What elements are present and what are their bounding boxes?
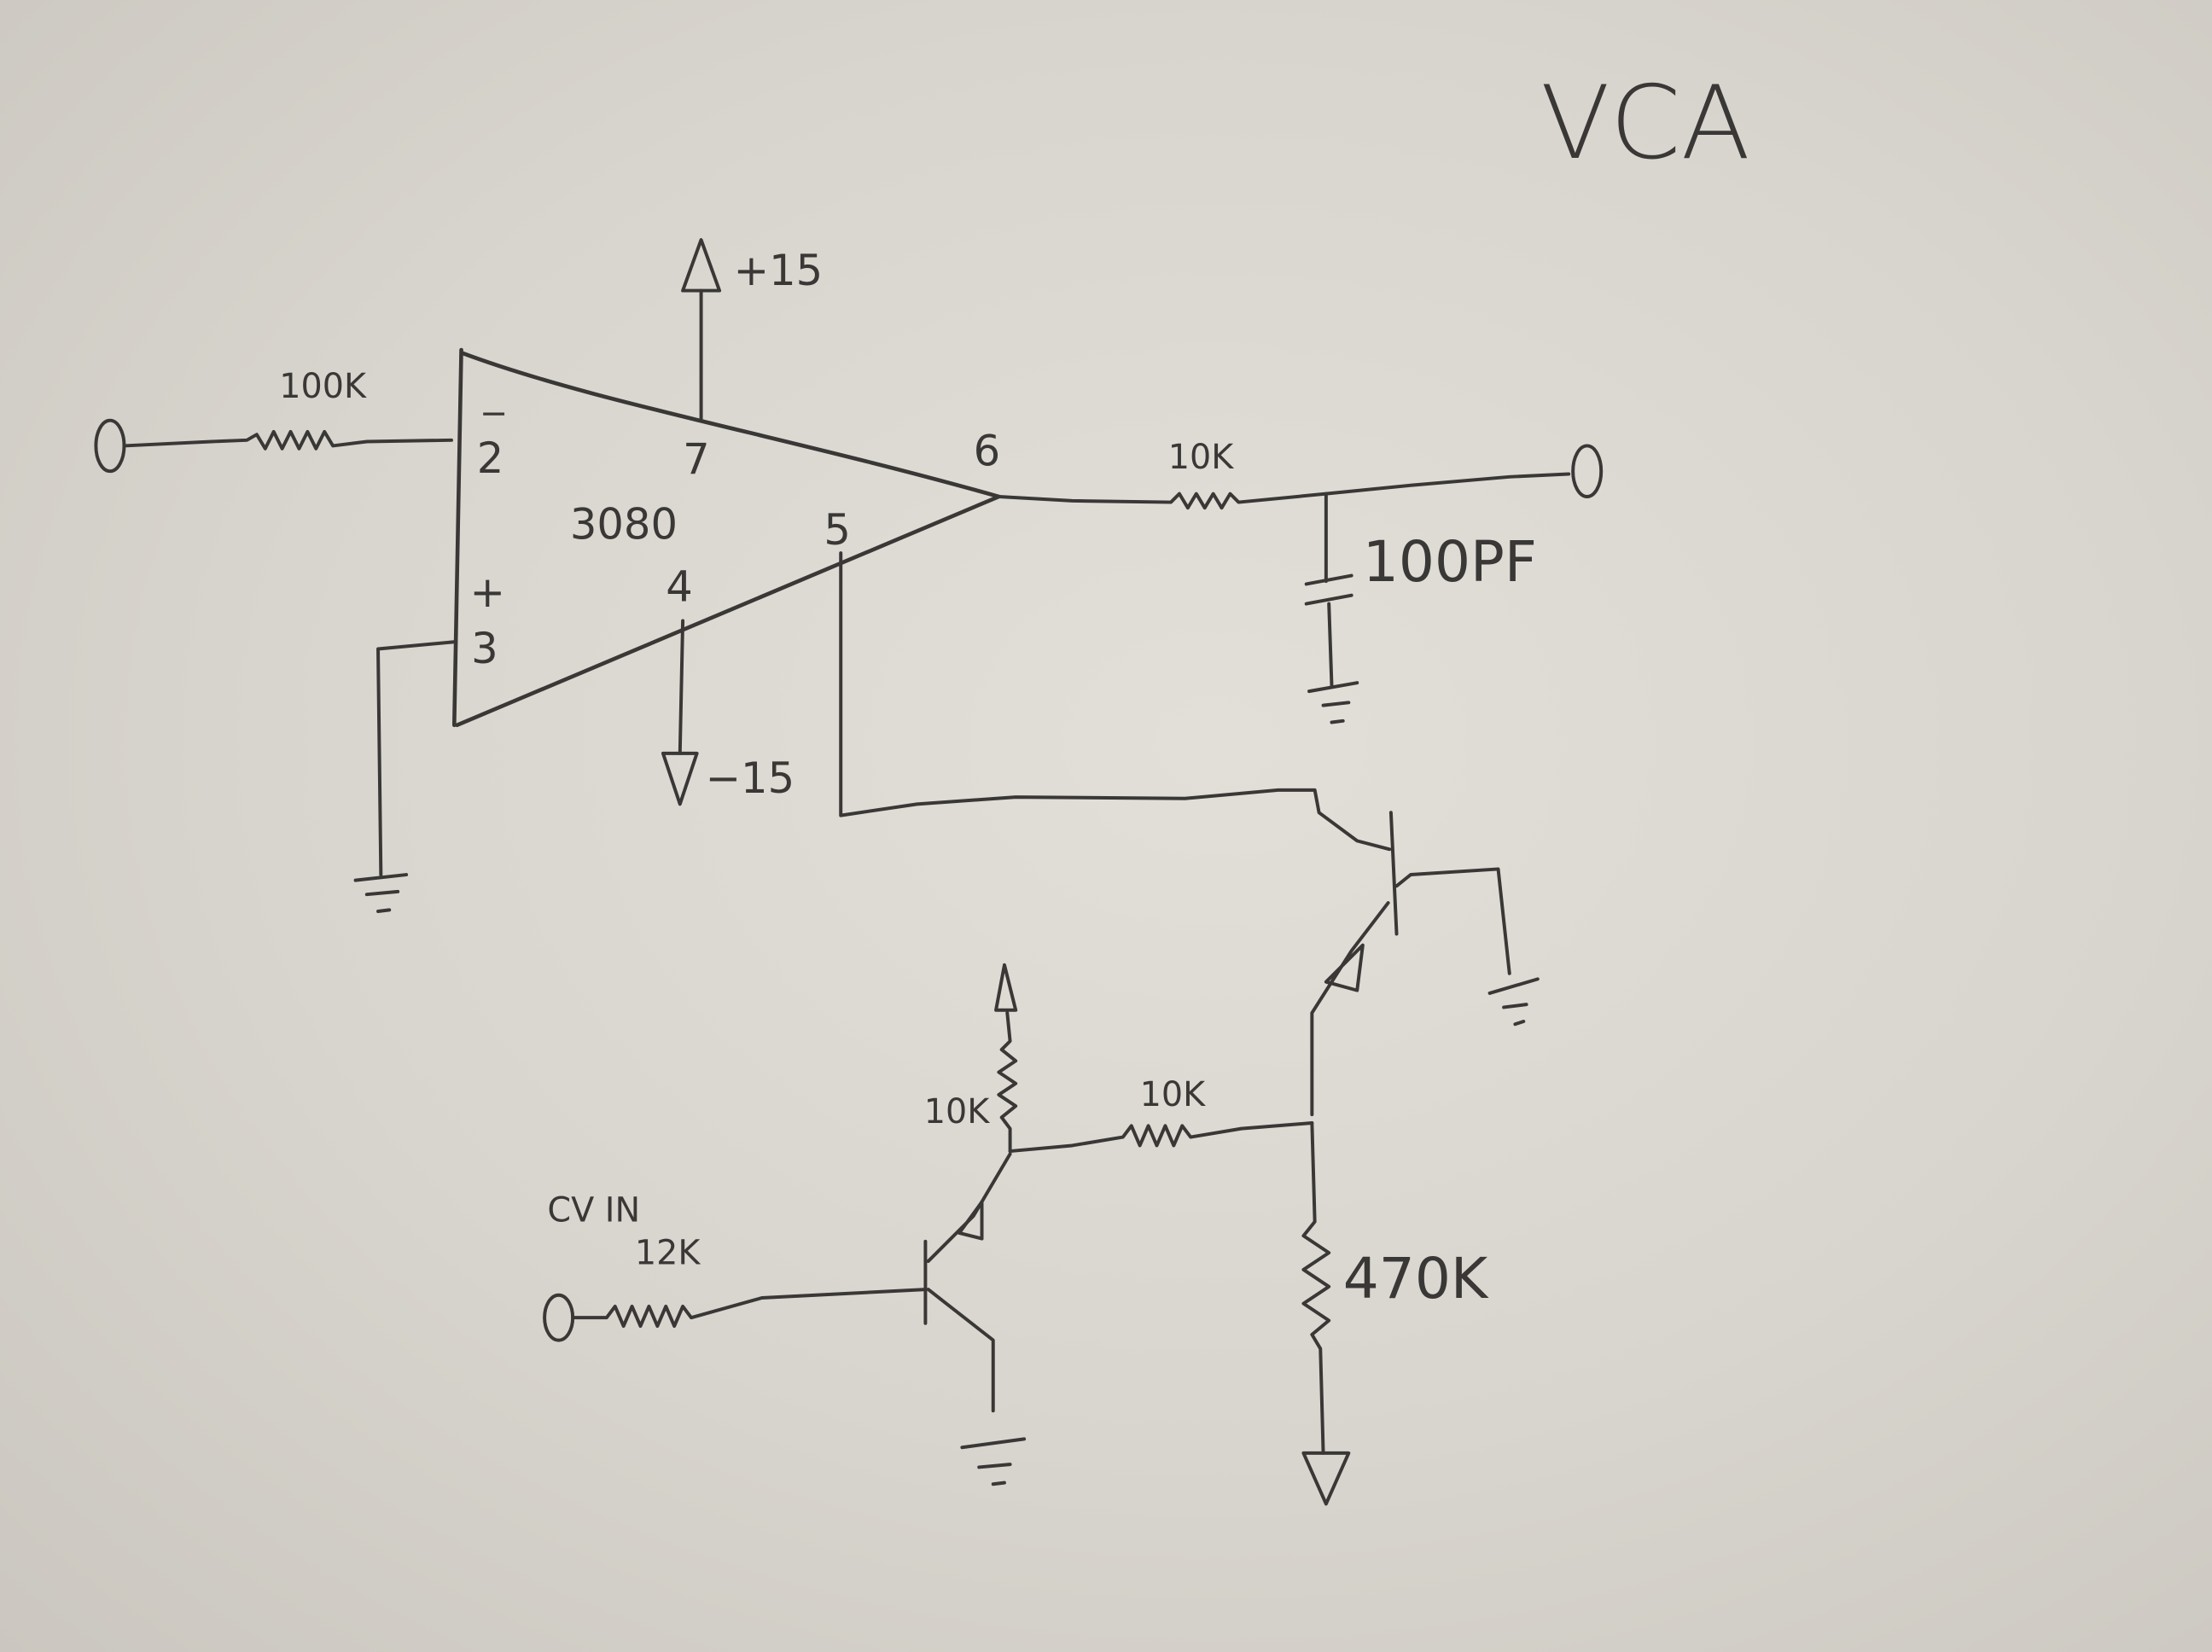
r-pullup-label: 10K [924, 1092, 990, 1131]
r-cv-label: 12K [635, 1233, 701, 1272]
pin-3-label: 3 [471, 624, 498, 673]
r-out-label: 10K [1168, 438, 1234, 477]
bias-supply-arrow [1301, 1451, 1351, 1506]
r-link-label: 10K [1140, 1075, 1206, 1114]
noninv-ground-wire [376, 640, 457, 877]
input-wire [122, 429, 453, 451]
bias-resistor [1301, 1121, 1331, 1455]
c-out-label: 100PF [1363, 529, 1537, 595]
pin-7-label: 7 [683, 435, 710, 485]
input-terminal [94, 418, 126, 474]
output-terminal [1571, 444, 1604, 498]
link-wire [1008, 1121, 1314, 1154]
cv-in-label: CV IN [547, 1191, 640, 1230]
ota-part-label: 3080 [570, 500, 678, 550]
pin-4-label: 4 [666, 561, 693, 611]
vplus-supply-arrow [681, 238, 722, 293]
vminus-supply-arrow [661, 751, 699, 806]
pin-6-label: 6 [974, 427, 1001, 476]
pin-2-label: 2 [477, 433, 504, 483]
ground-symbol-3 [1487, 977, 1540, 1027]
r-in-label: 100K [279, 367, 367, 406]
emitter-arrow-q2 [1324, 943, 1365, 992]
transistor-q2 [1310, 811, 1511, 1117]
transistor-q1 [923, 1152, 1012, 1413]
emitter-arrow-q1 [958, 1200, 984, 1241]
pin-5-label: 5 [824, 505, 851, 555]
ground-symbol-2 [1307, 681, 1359, 724]
cv-input-terminal [543, 1293, 575, 1342]
vminus-label: −15 [706, 753, 795, 803]
pullup-resistor [997, 1011, 1018, 1154]
schematic-title: VCA [1540, 65, 1750, 183]
vminus-wire [678, 619, 685, 755]
ota-3080-triangle [451, 347, 1001, 728]
vplus-label: +15 [734, 246, 824, 295]
ota-noninv-sign: + [469, 567, 505, 617]
iabc-wire [839, 551, 1392, 852]
ground-symbol-1 [353, 873, 409, 914]
ota-inv-sign: − [480, 394, 508, 433]
output-wire [997, 472, 1571, 510]
ground-symbol-4 [960, 1437, 1027, 1486]
cv-input-wire [571, 1288, 928, 1329]
pullup-supply-arrow [994, 963, 1018, 1012]
r-bias-label: 470K [1343, 1246, 1489, 1312]
cap-wire [1304, 492, 1353, 688]
